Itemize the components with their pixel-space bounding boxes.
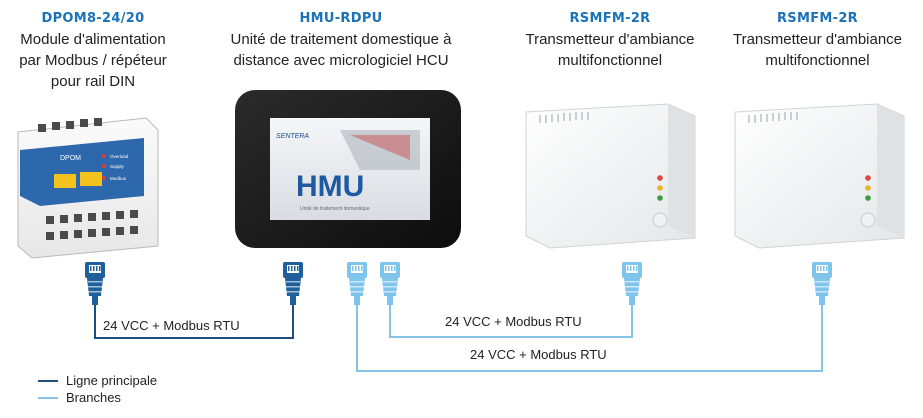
dpom-led-label: Modbus	[110, 176, 127, 181]
rj45-connector-icon	[283, 262, 303, 305]
dpom-module-image: DPOM Overload Supply Modbus	[18, 118, 158, 258]
warning-icon	[80, 172, 102, 186]
hmu-screen-brand: SENTERA	[276, 133, 309, 140]
rj45-connector-icon	[85, 262, 105, 305]
connection-label-branch: 24 VCC + Modbus RTU	[445, 314, 582, 329]
rsmfm-sensor-image-2	[735, 104, 904, 248]
legend-branch: Branches	[38, 390, 121, 405]
hmu-screen-subtitle: Unité de traitement domestique	[300, 206, 370, 212]
legend-swatch	[38, 380, 58, 382]
dpom-brand-text: DPOM	[60, 155, 81, 162]
rsmfm-sensor-image-1	[526, 104, 695, 248]
legend-swatch	[38, 397, 58, 399]
hmu-unit-image: SENTERA HMU Unité de traitement domestiq…	[235, 90, 461, 248]
rj45-connector-icon	[347, 262, 367, 305]
rj45-connector-icon	[380, 262, 400, 305]
dpom-led-label: Supply	[110, 164, 125, 169]
dpom-led-label: Overload	[110, 154, 129, 159]
legend-main: Ligne principale	[38, 373, 157, 388]
legend-label: Ligne principale	[66, 373, 157, 388]
connection-label-branch: 24 VCC + Modbus RTU	[470, 347, 607, 362]
rj45-connector-icon	[812, 262, 832, 305]
warning-icon	[54, 174, 76, 188]
connection-label-main: 24 VCC + Modbus RTU	[103, 318, 240, 333]
legend-label: Branches	[66, 390, 121, 405]
rj45-connector-icon	[622, 262, 642, 305]
hmu-screen-title: HMU	[296, 170, 364, 203]
